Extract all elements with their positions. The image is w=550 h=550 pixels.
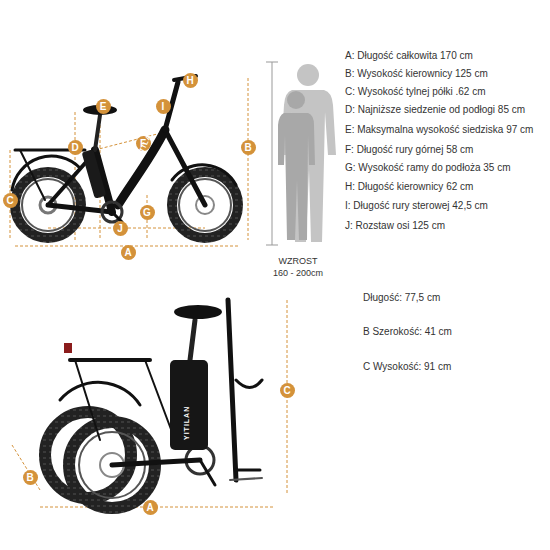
dimension-text: E: Maksymalna wysokość siedziska 97 cm [345, 124, 533, 136]
callout-letter: A [143, 500, 158, 515]
callout-letter: J [113, 221, 128, 236]
dimension-text: A: Długość całkowita 170 cm [345, 50, 473, 62]
callout-letter: C [280, 383, 295, 398]
callout-letter: I [156, 99, 171, 114]
callout-letter: H [183, 73, 198, 88]
callout-letter: C [3, 193, 18, 208]
callout-letter: D [68, 140, 83, 155]
dimension-text: G: Wysokość ramy do podłoża 35 cm [345, 162, 511, 174]
callout-letter: E [96, 99, 111, 114]
dimension-text: F: Długość rury górnej 58 cm [345, 144, 473, 156]
dimension-text: Długość: 77,5 cm [363, 292, 440, 304]
dimension-text: J: Rozstaw osi 125 cm [345, 220, 445, 232]
dimension-text: I: Długość rury sterowej 42,5 cm [345, 200, 488, 212]
height-caption: 160 - 200cm [268, 268, 328, 279]
callout-letter: B [23, 470, 38, 485]
dimension-text: C: Wysokość tylnej półki .62 cm [345, 86, 486, 98]
callout-letter: A [121, 245, 136, 260]
callout-letter: B [241, 140, 256, 155]
height-caption: WZROST [268, 256, 328, 267]
brand-name: YITILAN [183, 406, 190, 440]
callout-letter: G [140, 205, 155, 220]
dimension-text: H: Długość kierownicy 62 cm [345, 181, 473, 193]
dimension-text: D: Najniższe siedzenie od podłogi 85 cm [345, 104, 525, 116]
dimension-text: C Wysokość: 91 cm [363, 361, 451, 373]
dimension-text: B Szerokość: 41 cm [363, 326, 452, 338]
dimension-text: B: Wysokość kierownicy 125 cm [345, 68, 488, 80]
